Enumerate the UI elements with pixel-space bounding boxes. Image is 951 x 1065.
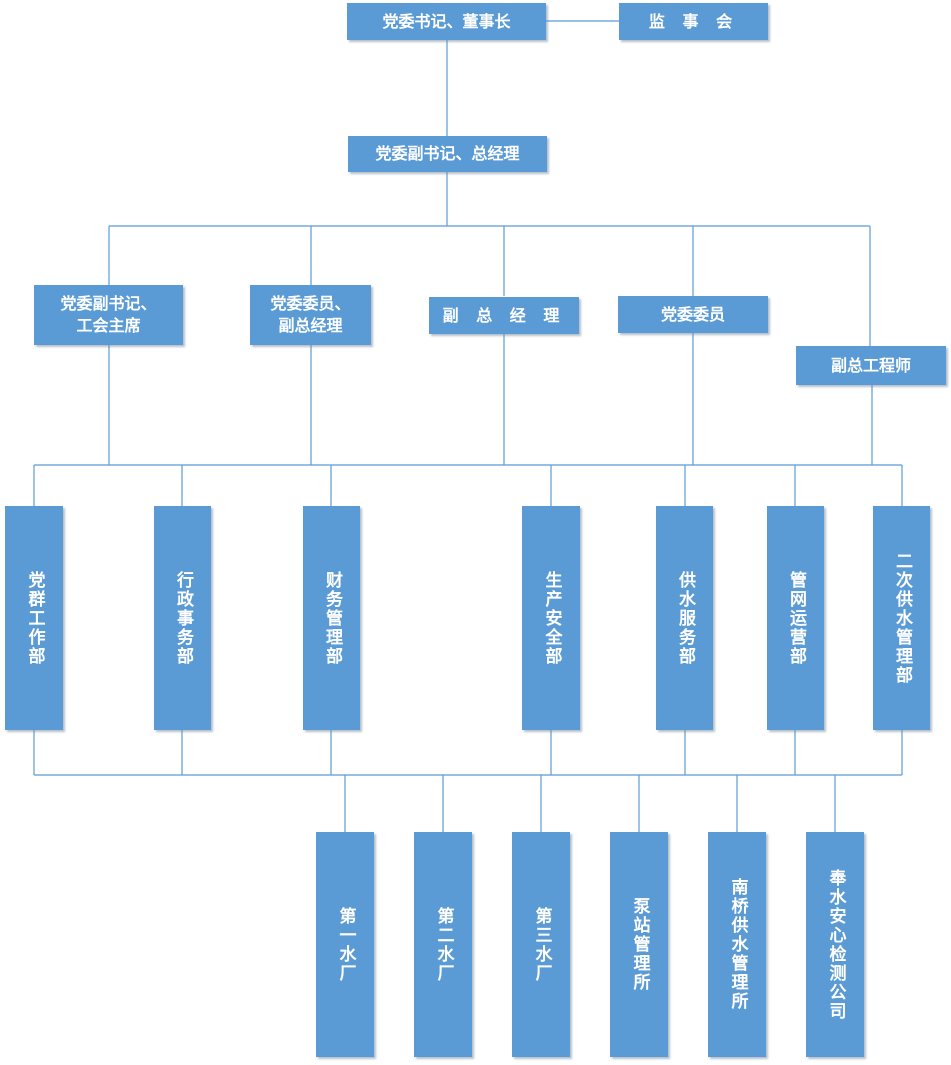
node-deputy-chief-engineer: 副总工程师	[796, 346, 946, 385]
node-committee-deputy-gm: 党委委员、 副总经理	[250, 285, 371, 345]
node-committee-member: 党委委员	[618, 296, 768, 333]
node-deputy-secretary-union: 党委副书记、 工会主席	[34, 285, 183, 345]
node-dept-supply-service: 供水服务部	[656, 506, 713, 730]
node-unit-fengshui: 奉水安心检测公司	[806, 832, 864, 1057]
node-chairman: 党委书记、董事长	[347, 3, 546, 40]
node-supervisory-board: 监 事 会	[619, 3, 768, 40]
node-unit-plant2: 第二水厂	[414, 832, 472, 1057]
node-unit-plant3: 第三水厂	[512, 832, 570, 1057]
node-dept-party: 党群工作部	[5, 506, 63, 730]
node-unit-nanqiao: 南桥供水管理所	[708, 832, 766, 1057]
node-dept-finance: 财务管理部	[303, 506, 360, 730]
node-dept-pipe-network: 管网运营部	[767, 506, 824, 730]
node-dept-admin: 行政事务部	[154, 506, 211, 730]
node-dept-secondary-supply: 二次供水管理部	[873, 506, 930, 730]
node-deputy-gm: 副 总 经 理	[429, 297, 579, 334]
node-unit-plant1: 第一水厂	[316, 832, 374, 1057]
node-general-manager: 党委副书记、总经理	[348, 136, 547, 172]
node-dept-safety: 生产安全部	[522, 506, 580, 730]
node-unit-pump-station: 泵站管理所	[610, 832, 668, 1057]
